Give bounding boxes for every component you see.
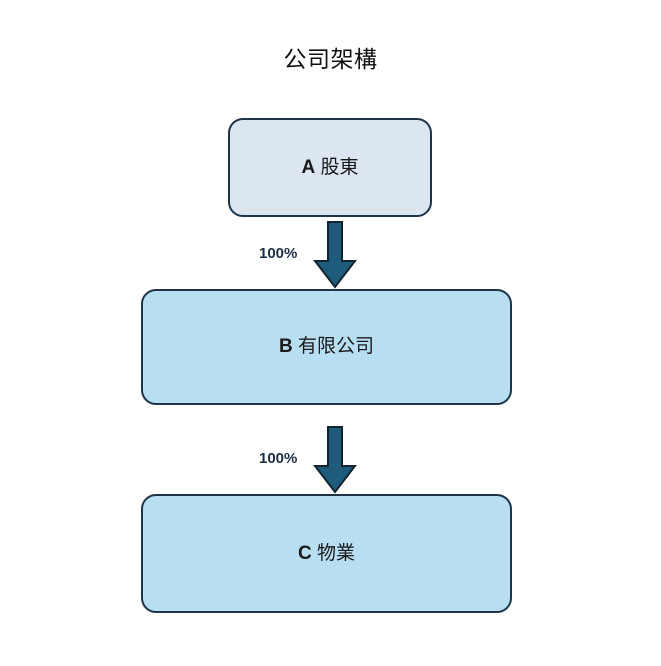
node-property-lead: C bbox=[297, 542, 312, 564]
node-company-lead: B bbox=[278, 336, 293, 357]
edge-label-shareholder-to-company: 100% bbox=[259, 245, 298, 262]
down-arrow-icon-shareholder-to-company bbox=[313, 221, 357, 289]
node-property-name: 物業 bbox=[317, 542, 356, 564]
node-company-label: B 有限公司 bbox=[279, 334, 374, 360]
node-shareholder-label: A 股東 bbox=[301, 155, 358, 181]
node-shareholder-lead: A bbox=[301, 156, 316, 178]
node-property[interactable]: C 物業 bbox=[141, 494, 512, 613]
down-arrow-icon-company-to-property bbox=[313, 426, 357, 494]
node-shareholder-name: 股東 bbox=[320, 156, 359, 178]
node-company-name: 有限公司 bbox=[298, 336, 375, 357]
edge-label-company-to-property: 100% bbox=[259, 450, 298, 467]
page-title: 公司架構 bbox=[283, 46, 378, 72]
node-company[interactable]: B 有限公司 bbox=[141, 289, 512, 405]
node-property-label: C 物業 bbox=[298, 541, 355, 567]
node-shareholder[interactable]: A 股東 bbox=[228, 118, 432, 217]
